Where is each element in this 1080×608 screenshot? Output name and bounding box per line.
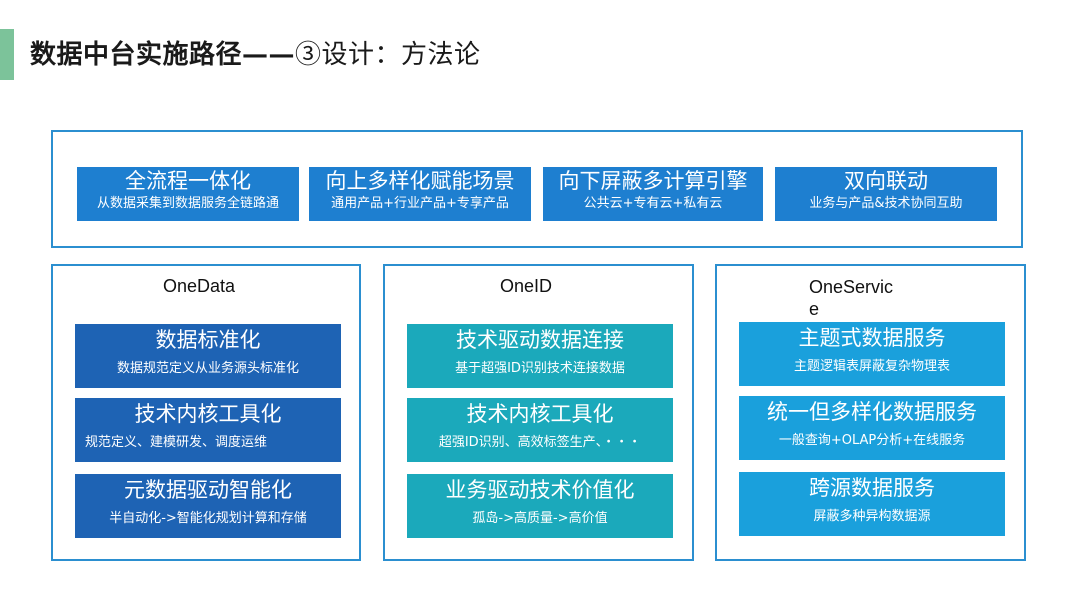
principle-card: 双向联动 业务与产品&技术协同互助 xyxy=(775,167,997,221)
principle-heading: 向下屏蔽多计算引擎 xyxy=(558,169,748,193)
method-card: 跨源数据服务 屏蔽多种异构数据源 xyxy=(739,472,1005,536)
principle-card: 向上多样化赋能场景 通用产品+行业产品+专享产品 xyxy=(309,167,531,221)
card-sub: 半自动化->智能化规划计算和存储 xyxy=(109,511,307,526)
method-card: 元数据驱动智能化 半自动化->智能化规划计算和存储 xyxy=(75,474,341,538)
principle-sub: 从数据采集到数据服务全链路通 xyxy=(96,196,279,211)
card-heading: 技术内核工具化 xyxy=(466,402,614,426)
card-heading: 统一但多样化数据服务 xyxy=(767,400,977,424)
principle-heading: 全流程一体化 xyxy=(125,169,251,193)
method-card: 业务驱动技术价值化 孤岛->高质量->高价值 xyxy=(407,474,673,538)
method-card: 技术驱动数据连接 基于超强ID识别技术连接数据 xyxy=(407,324,673,388)
method-card: 统一但多样化数据服务 一般查询+OLAP分析+在线服务 xyxy=(739,396,1005,460)
card-heading: 技术内核工具化 xyxy=(134,402,282,426)
card-sub: 孤岛->高质量->高价值 xyxy=(472,511,608,526)
card-heading: 跨源数据服务 xyxy=(809,476,935,500)
column-title: OneData xyxy=(163,276,236,296)
card-heading: 元数据驱动智能化 xyxy=(124,478,292,502)
onedata-column: OneData 数据标准化 数据规范定义从业务源头标准化 技术内核工具化 规范定… xyxy=(51,264,361,561)
column-title: OneServic e xyxy=(809,276,893,320)
principle-sub: 公共云+专有云+私有云 xyxy=(583,196,723,211)
column-title-line: e xyxy=(809,299,820,319)
card-heading: 主题式数据服务 xyxy=(798,326,946,350)
method-card: 技术内核工具化 规范定义、建模研发、调度运维 xyxy=(75,398,341,462)
principle-heading: 双向联动 xyxy=(844,169,928,193)
title-accent-bar xyxy=(0,29,14,80)
oneid-column: OneID 技术驱动数据连接 基于超强ID识别技术连接数据 技术内核工具化 超强… xyxy=(383,264,694,561)
page-title: 数据中台实施路径——③设计：方法论 xyxy=(30,34,481,71)
principle-sub: 通用产品+行业产品+专享产品 xyxy=(331,196,509,211)
page-title-main: 数据中台实施路径—— xyxy=(30,40,296,70)
principle-card: 全流程一体化 从数据采集到数据服务全链路通 xyxy=(77,167,299,221)
column-title: OneID xyxy=(500,276,553,296)
method-card: 主题式数据服务 主题逻辑表屏蔽复杂物理表 xyxy=(739,322,1005,386)
card-sub: 基于超强ID识别技术连接数据 xyxy=(455,361,625,376)
card-sub: 数据规范定义从业务源头标准化 xyxy=(116,361,299,376)
principle-card: 向下屏蔽多计算引擎 公共云+专有云+私有云 xyxy=(543,167,763,221)
method-card: 数据标准化 数据规范定义从业务源头标准化 xyxy=(75,324,341,388)
card-heading: 业务驱动技术价值化 xyxy=(445,478,635,502)
column-title-line: OneServic xyxy=(809,277,894,297)
card-sub: 规范定义、建模研发、调度运维 xyxy=(85,435,268,450)
card-sub: 超强ID识别、高效标签生产、・・・ xyxy=(438,435,642,450)
method-card: 技术内核工具化 超强ID识别、高效标签生产、・・・ xyxy=(407,398,673,462)
card-heading: 技术驱动数据连接 xyxy=(456,328,624,352)
page-title-sub: ③设计：方法论 xyxy=(295,40,481,70)
principle-heading: 向上多样化赋能场景 xyxy=(325,169,515,193)
principles-panel: 全流程一体化 从数据采集到数据服务全链路通 向上多样化赋能场景 通用产品+行业产… xyxy=(51,130,1023,248)
principle-sub: 业务与产品&技术协同互助 xyxy=(809,196,963,211)
card-heading: 数据标准化 xyxy=(155,328,261,352)
card-sub: 屏蔽多种异构数据源 xyxy=(813,509,931,524)
oneservice-column: OneServic e 主题式数据服务 主题逻辑表屏蔽复杂物理表 统一但多样化数… xyxy=(715,264,1026,561)
card-sub: 一般查询+OLAP分析+在线服务 xyxy=(778,433,966,448)
card-sub: 主题逻辑表屏蔽复杂物理表 xyxy=(793,359,950,374)
